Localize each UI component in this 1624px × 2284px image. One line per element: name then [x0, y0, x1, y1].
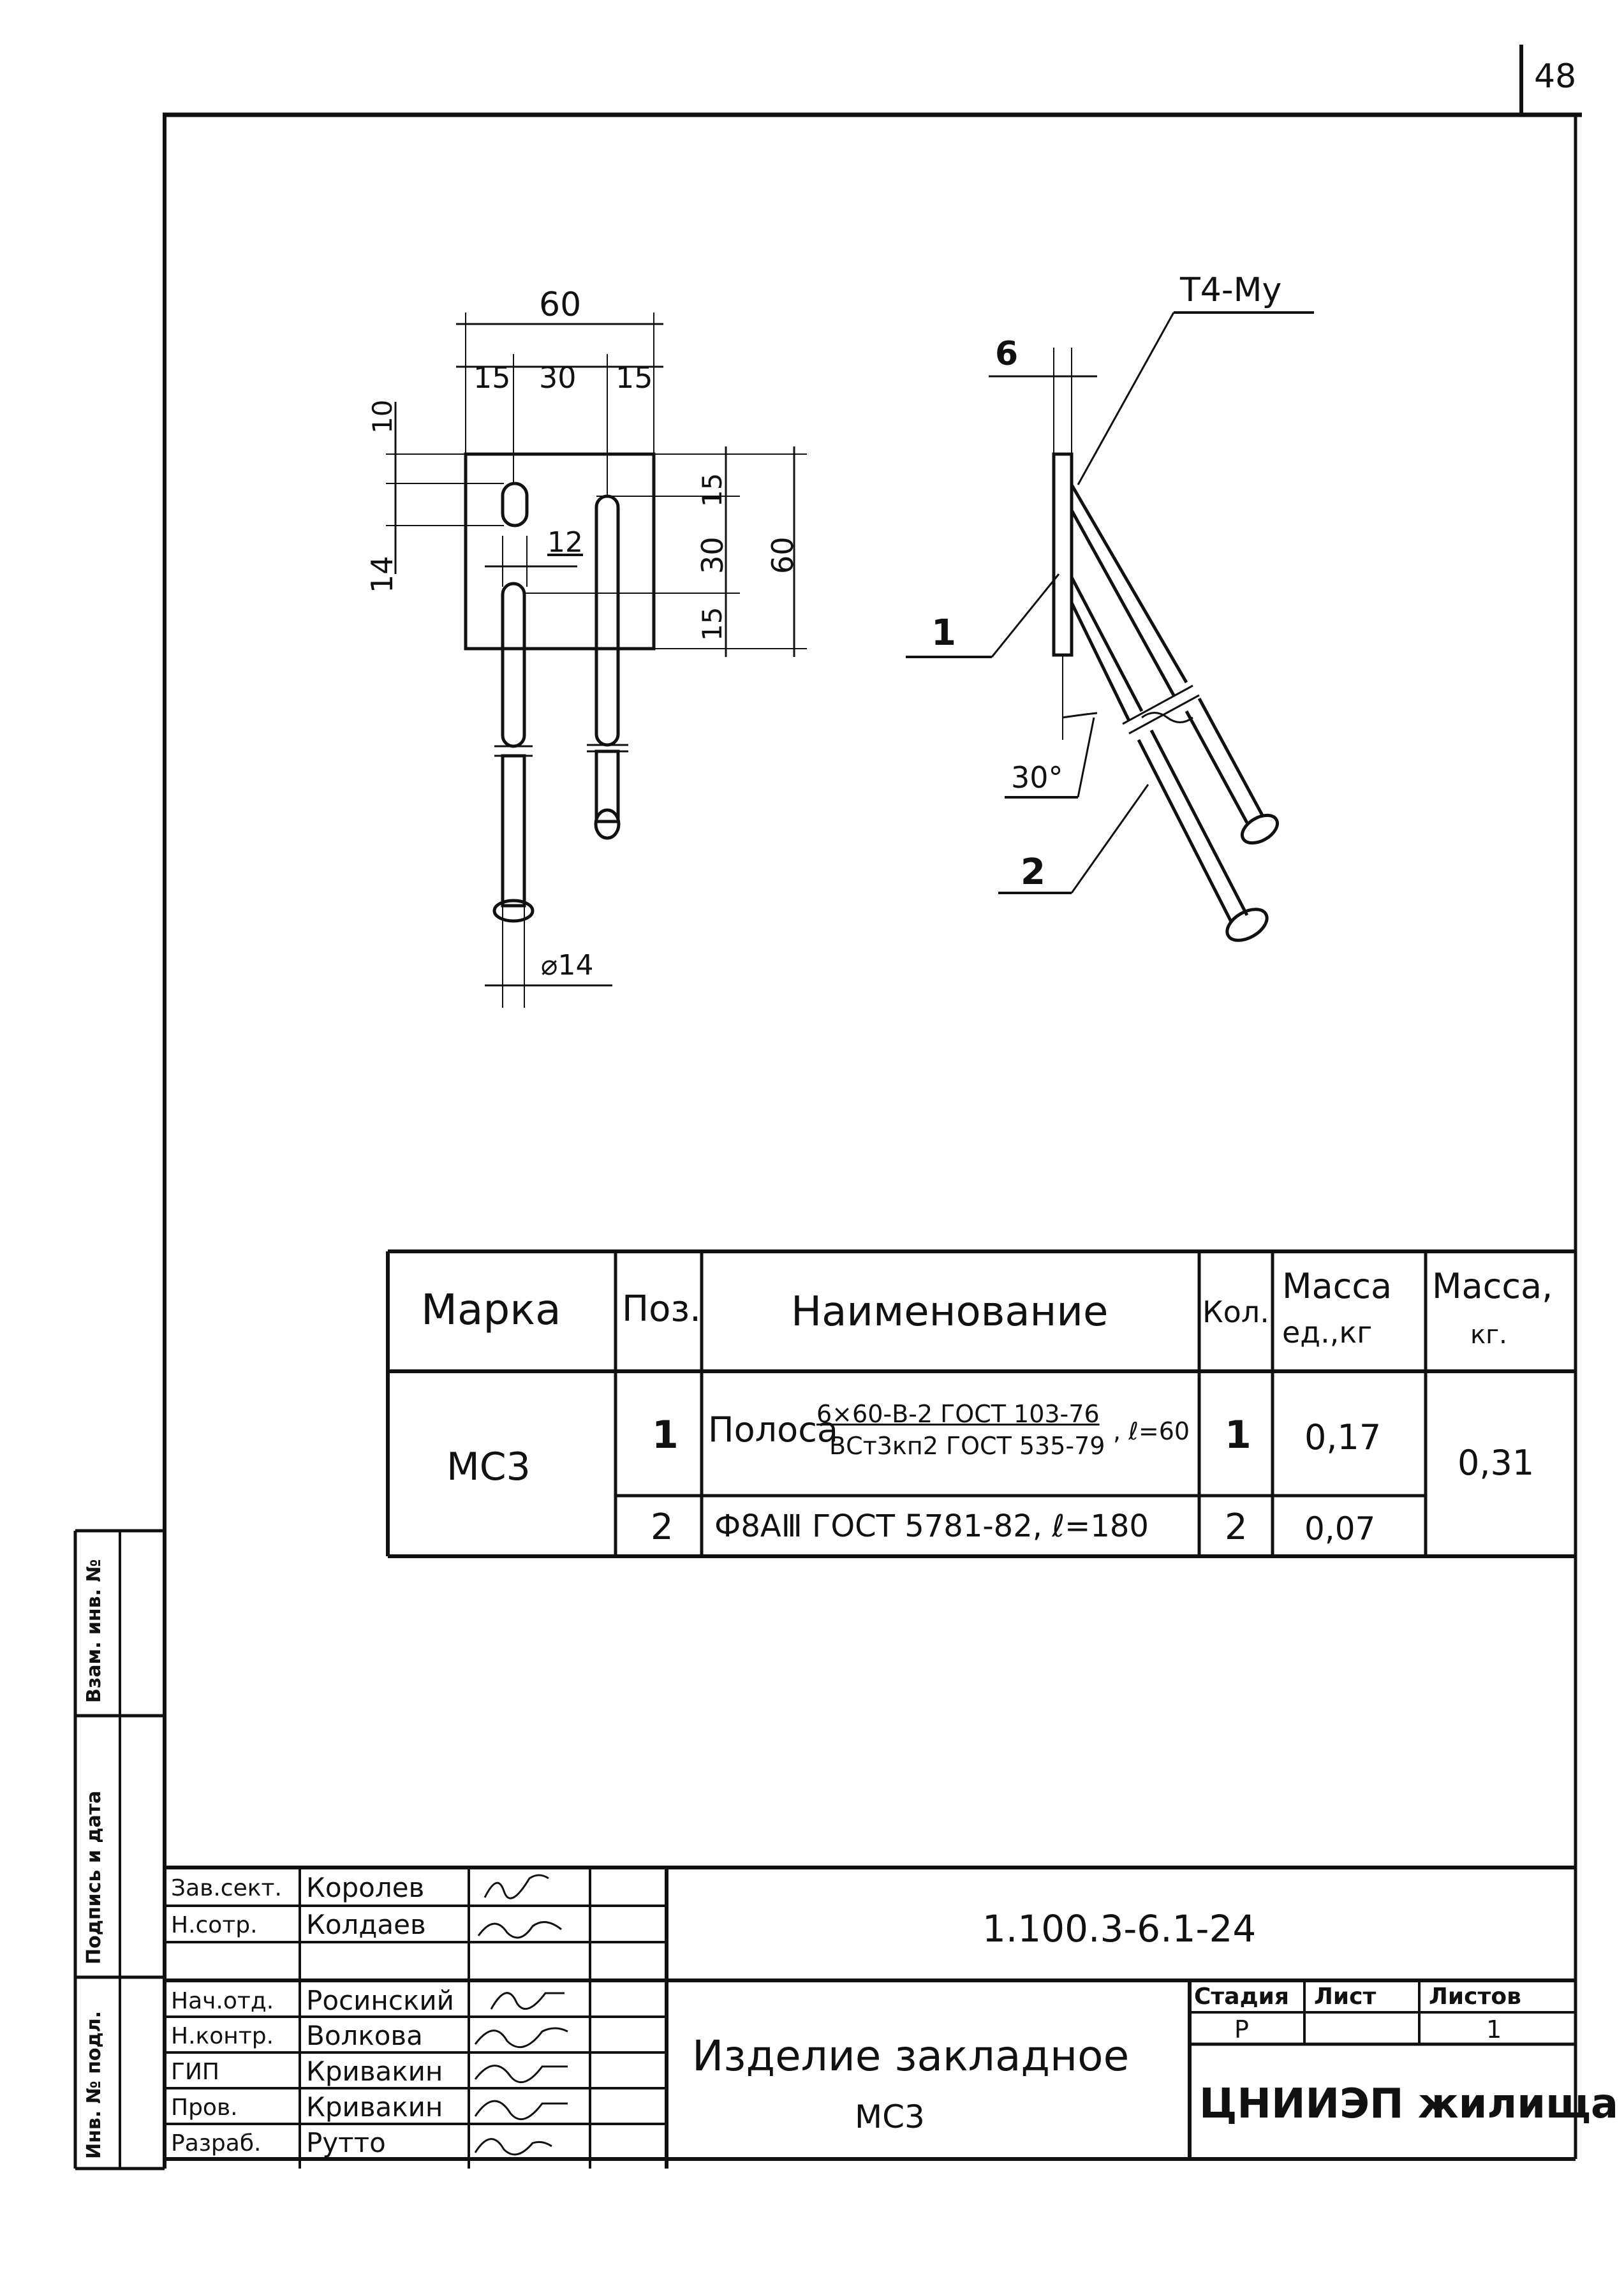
role-n-sotr: Н.сотр.: [171, 1912, 258, 1938]
sheet-number: 48: [1534, 57, 1577, 96]
name-krivakin-gip: Кривакин: [306, 2056, 443, 2087]
sheets-value: 1: [1486, 2015, 1502, 2044]
dim-left-edge: 15: [473, 360, 511, 395]
row2-name: Ф8АⅢ ГОСТ 5781-82, ℓ=180: [714, 1508, 1149, 1544]
role-zav-sekt: Зав.сект.: [171, 1875, 282, 1901]
name-korolev: Королев: [306, 1872, 425, 1903]
name-volkova: Волкова: [306, 2020, 423, 2051]
stage-value: Р: [1234, 2015, 1249, 2044]
position-1-callout: 1: [931, 612, 956, 654]
header-mass-unit-1: Масса: [1282, 1266, 1392, 1306]
header-pos: Поз.: [622, 1288, 701, 1330]
name-rutto: Рутто: [306, 2127, 386, 2158]
document-code: 1.100.3-6.1-24: [982, 1907, 1257, 1950]
dim-total-width: 60: [539, 286, 582, 324]
dim-diameter: ⌀14: [541, 949, 594, 982]
row1-mass-unit: 0,17: [1304, 1417, 1382, 1457]
header-mark: Марка: [421, 1285, 561, 1334]
role-razrab: Разраб.: [171, 2130, 262, 2156]
name-krivakin-prov: Кривакин: [306, 2091, 443, 2123]
row2-mass-unit: 0,07: [1304, 1510, 1376, 1547]
dim-between-holes: 30: [539, 360, 577, 395]
header-mass-total-2: кг.: [1470, 1320, 1507, 1350]
role-prov: Пров.: [171, 2095, 238, 2121]
drawing-title-line1: Изделие закладное: [692, 2031, 1130, 2081]
row2-pos: 2: [651, 1507, 674, 1548]
mark-value: МС3: [447, 1445, 531, 1489]
stage-header: Стадия: [1194, 1984, 1289, 2010]
row1-pos: 1: [652, 1413, 679, 1457]
dim-right-edge: 15: [616, 360, 653, 395]
header-name: Наименование: [791, 1288, 1109, 1336]
row1-qty: 1: [1225, 1413, 1251, 1457]
row2-qty: 2: [1225, 1507, 1248, 1548]
header-qty: Кол.: [1202, 1295, 1269, 1329]
row1-name-suffix: , ℓ=60: [1113, 1417, 1190, 1445]
organization-name: ЦНИИЭП жилища: [1199, 2081, 1619, 2128]
mass-total-value: 0,31: [1458, 1443, 1535, 1483]
row1-name-top: 6×60-В-2 ГОСТ 103-76: [816, 1400, 1100, 1428]
dim-12: 12: [547, 526, 583, 559]
sheets-header: Листов: [1429, 1984, 1521, 2010]
angle-dim: 30°: [1011, 760, 1063, 795]
name-koldaev: Колдаев: [306, 1909, 426, 1940]
weld-symbol-label: Т4-Му: [1180, 271, 1282, 309]
plate-thickness-dim: 6: [995, 335, 1019, 373]
role-nach-otd: Нач.отд.: [171, 1988, 274, 2014]
name-rosinsky: Росинский: [306, 1985, 454, 2016]
row1-name-bottom: ВСт3кп2 ГОСТ 535-79: [829, 1432, 1105, 1460]
drawing-title-line2: МС3: [855, 2098, 925, 2135]
role-gip: ГИП: [171, 2059, 219, 2085]
position-2-callout: 2: [1021, 851, 1045, 893]
sheet-header: Лист: [1314, 1984, 1377, 2010]
header-mass-unit-2: ед.,кг: [1282, 1315, 1373, 1350]
role-n-kontr: Н.контр.: [171, 2023, 274, 2049]
row1-name-prefix: Полоса: [708, 1410, 838, 1450]
header-mass-total-1: Масса,: [1432, 1266, 1553, 1306]
